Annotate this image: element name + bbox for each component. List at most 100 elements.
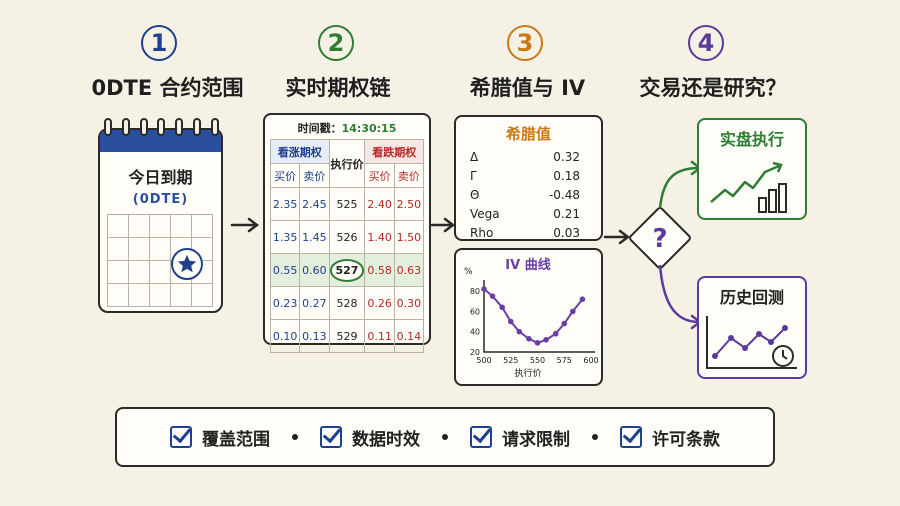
calendar-day-cell	[128, 260, 150, 284]
iv-data-point	[526, 336, 532, 342]
step-3-number: 3	[507, 25, 543, 61]
calendar-day-cell	[170, 214, 192, 238]
y-tick-label: 40	[470, 328, 480, 337]
iv-data-point	[481, 286, 487, 292]
calendar-day-cell	[107, 260, 129, 284]
calendar-rings	[104, 118, 219, 136]
call-ask: 2.45	[299, 187, 330, 221]
y-tick-label: 20	[470, 348, 480, 357]
call-ask-header: 卖价	[299, 163, 330, 188]
x-tick-label: 525	[503, 356, 518, 365]
put-bid: 0.11	[364, 319, 395, 353]
checklist-bar: 覆盖范围 数据时效 请求限制 许可条款	[115, 407, 775, 467]
call-bid: 1.35	[269, 220, 301, 254]
arrow-right-icon	[603, 229, 631, 245]
put-ask: 0.14	[393, 319, 425, 353]
call-ask: 0.13	[299, 319, 330, 353]
calendar-card: 今日到期 (0DTE)	[98, 128, 223, 313]
strike-header: 执行价	[328, 139, 366, 188]
separator-dot	[442, 434, 448, 440]
timestamp-value: 14:30:15	[341, 122, 397, 135]
puts-header: 看跌期权	[364, 139, 424, 164]
greek-row: Θ-0.48	[470, 187, 580, 202]
strike: 528	[328, 286, 366, 320]
checkbox-checked-icon	[470, 426, 492, 448]
backtest-card: 历史回测	[697, 276, 807, 379]
calendar-day-cell	[128, 283, 150, 307]
iv-series-line	[483, 288, 584, 344]
checkbox-checked-icon	[320, 426, 342, 448]
calendar-grid	[107, 214, 213, 307]
uptrend-chart-icon	[710, 161, 787, 213]
call-ask: 0.27	[299, 286, 330, 320]
calendar-day-cell	[149, 283, 171, 307]
y-tick-label: 80	[470, 287, 480, 296]
put-ask: 1.50	[393, 220, 425, 254]
separator-dot	[592, 434, 598, 440]
iv-data-point	[552, 330, 559, 337]
calendar-title: 今日到期	[128, 168, 193, 187]
call-bid-header: 买价	[269, 163, 301, 188]
put-ask: 2.50	[393, 187, 425, 221]
table-row: 2.35 2.45 525 2.40 2.50	[269, 187, 425, 221]
calendar-day-cell	[107, 214, 129, 238]
x-tick-label: 575	[557, 356, 572, 365]
iv-data-point	[499, 304, 505, 311]
call-ask: 1.45	[299, 220, 330, 254]
step-1-number: 1	[141, 25, 177, 61]
checklist-item-rate-limit: 请求限制	[470, 425, 570, 450]
step-4-title: 交易还是研究？	[639, 76, 787, 100]
x-tick-label: 600	[583, 356, 598, 365]
strike-atm: 527	[328, 253, 366, 287]
star-icon	[171, 248, 203, 280]
checklist-item-license: 许可条款	[620, 425, 720, 450]
strike: 525	[328, 187, 366, 221]
iv-data-point	[570, 308, 576, 315]
checkbox-checked-icon	[620, 426, 642, 448]
chart-title: IV 曲线	[505, 257, 550, 273]
table-row-atm: 0.55 0.60 527 0.58 0.63	[269, 253, 425, 287]
option-chain-card: 时间戳：14:30:15 看涨期权 执行价 看跌期权 买价 卖价 买价 卖价 2…	[263, 113, 431, 353]
put-bid: 0.58	[364, 253, 395, 287]
backtest-title: 历史回测	[719, 288, 784, 307]
strike: 529	[328, 319, 366, 353]
put-ask-header: 卖价	[393, 163, 425, 188]
x-axis-label: 执行价	[514, 367, 541, 379]
strike: 526	[328, 220, 366, 254]
checklist-item-coverage: 覆盖范围	[170, 425, 270, 450]
iv-data-point	[534, 340, 541, 346]
atm-strike-circle: 527	[329, 258, 365, 282]
live-execution-card: 实盘执行	[697, 118, 807, 220]
x-tick-label: 550	[530, 356, 545, 365]
calendar-subtitle: (0DTE)	[132, 192, 189, 207]
calendar-day-cell	[128, 237, 150, 261]
greeks-title: 希腊值	[505, 125, 551, 143]
y-tick-label: 60	[470, 307, 480, 316]
call-bid: 0.55	[269, 253, 301, 287]
put-bid: 0.26	[364, 286, 395, 320]
table-row: 0.10 0.13 529 0.11 0.14	[269, 319, 425, 353]
step-3-title: 希腊值与 IV	[469, 76, 586, 100]
separator-dot	[292, 434, 298, 440]
iv-data-point	[489, 293, 496, 299]
arrow-right-icon	[230, 217, 260, 233]
step-2-number: 2	[318, 25, 354, 61]
chart-axes	[483, 280, 595, 353]
x-tick-label: 500	[476, 356, 491, 365]
iv-data-point	[543, 337, 549, 343]
arrow-right-icon	[430, 217, 456, 233]
iv-data-point	[507, 318, 514, 325]
calendar-day-cell	[149, 237, 171, 261]
iv-data-point	[561, 320, 568, 327]
put-bid-header: 买价	[364, 163, 395, 188]
call-ask: 0.60	[299, 253, 330, 287]
put-bid: 1.40	[364, 220, 395, 254]
checkbox-checked-icon	[170, 426, 192, 448]
calendar-day-cell	[191, 283, 213, 307]
